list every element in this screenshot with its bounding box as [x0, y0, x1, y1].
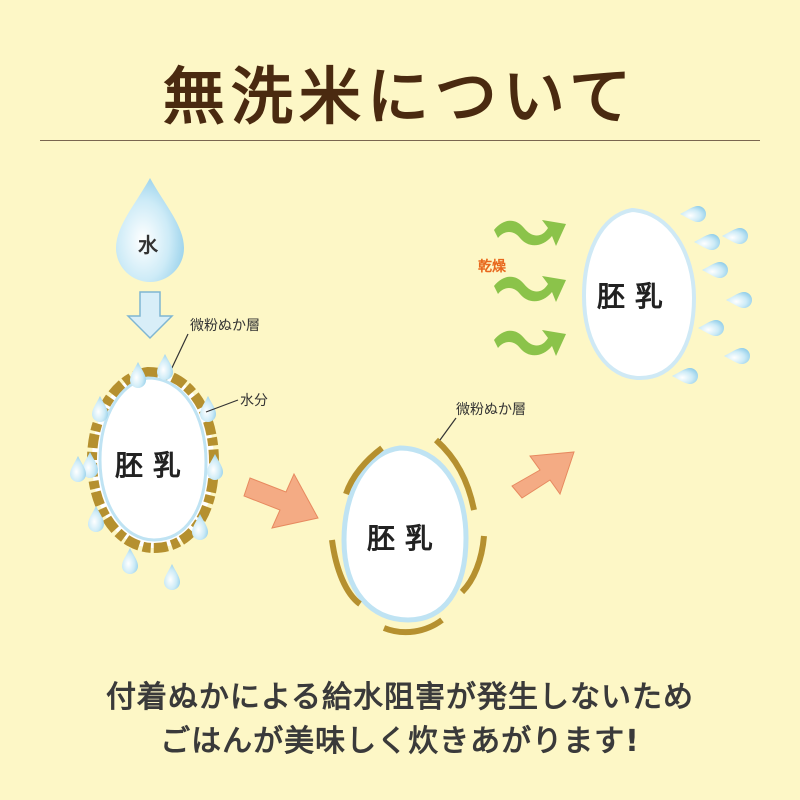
drying-label: 乾燥 — [478, 258, 507, 275]
down-arrow-icon — [126, 291, 174, 340]
water-label: 水 — [138, 233, 159, 257]
page-title: 無洗米について — [162, 60, 638, 133]
bran-layer-label-1: 微粉ぬか層 — [190, 318, 260, 334]
title-divider — [40, 140, 760, 141]
endosperm-label-2: 胚 乳 — [367, 522, 433, 555]
bran-layer-leader-1 — [169, 333, 189, 373]
grain-with-bran: 胚 乳 — [86, 366, 220, 554]
caption-line-2: ごはんが美味しく炊きあがります! — [160, 724, 640, 759]
bran-layer-label-2: 微粉ぬか層 — [456, 402, 526, 418]
grain-bran-removed: 胚 乳 — [329, 437, 487, 636]
wind-arrow-icons — [494, 220, 566, 356]
bran-layer-leader-2 — [439, 417, 457, 441]
moisture-label: 水分 — [240, 393, 268, 409]
grain-dried: 胚 乳 — [581, 207, 697, 381]
process-arrow-icon-2 — [511, 451, 575, 499]
process-arrow-icon-1 — [243, 472, 319, 529]
water-drop-icon: 水 — [116, 178, 184, 282]
endosperm-label-1: 胚 乳 — [115, 449, 181, 482]
endosperm-label-3: 胚 乳 — [597, 280, 663, 313]
caption-line-1: 付着ぬかによる給水阻害が発生しないため — [105, 680, 695, 715]
moisture-leader — [205, 399, 239, 413]
